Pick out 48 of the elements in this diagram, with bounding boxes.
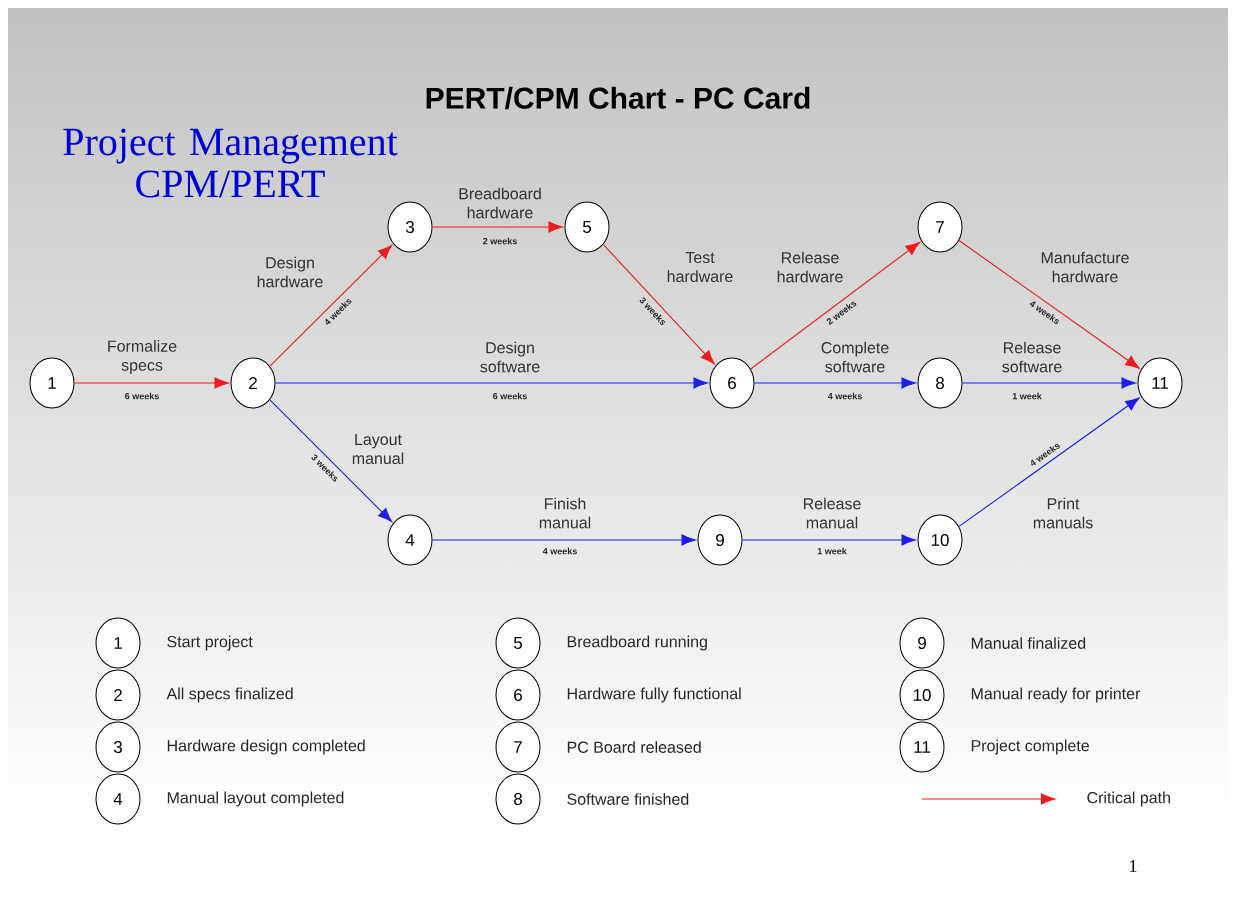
event-description: Hardware design completed — [167, 739, 365, 755]
legend-text: Critical path — [1087, 791, 1170, 807]
heading: Project Management CPM/PERT — [63, 128, 398, 198]
arrow — [602, 244, 715, 365]
activity-label: Design hardware — [257, 256, 323, 288]
arrow — [431, 534, 696, 546]
arrow — [958, 397, 1140, 527]
arrow — [961, 377, 1136, 389]
duration-label: 6 weeks — [125, 392, 159, 400]
activity-label: Complete software — [821, 341, 889, 373]
event-description: Manual finalized — [971, 637, 1086, 649]
arrow — [269, 244, 393, 367]
arrow — [274, 377, 708, 389]
activity-label: Finish manual — [539, 497, 591, 529]
duration-label: 4 weeks — [542, 547, 577, 555]
activity-label: Print manuals — [1033, 497, 1093, 529]
activity-label: Design software — [480, 341, 540, 373]
event-description: Software finished — [567, 793, 689, 805]
arrow — [269, 399, 393, 523]
event-description: Start project — [167, 635, 253, 651]
activity-label: Layout manual — [352, 433, 404, 465]
duration-label: 1 week — [1012, 392, 1042, 400]
activity-label: Breadboard hardware — [459, 187, 541, 219]
event-description: Breadboard running — [567, 635, 707, 651]
arrow — [431, 221, 563, 233]
event-description: Project complete — [971, 739, 1089, 755]
event-description: Manual layout completed — [167, 791, 344, 807]
arrow — [73, 377, 229, 389]
arrow — [741, 534, 916, 546]
page-number: 1 — [1130, 860, 1137, 872]
activity-label: Release software — [1002, 341, 1062, 373]
event-description: Hardware fully functional — [567, 687, 741, 703]
activity-label: Release manual — [804, 497, 861, 529]
event-description: All specs finalized — [166, 687, 293, 703]
duration-label: 2 weeks — [483, 237, 517, 245]
event-description: PC Board released — [567, 741, 701, 753]
activity-label: Manufacture hardware — [1041, 251, 1129, 283]
duration-label: 6 weeks — [493, 392, 527, 400]
activity-label: Formalize specs — [108, 340, 177, 374]
activity-label: Test hardware — [667, 251, 733, 283]
arrow — [750, 241, 920, 370]
duration-label: 4 weeks — [827, 392, 862, 400]
title: PERT/CPM Chart - PC Card — [426, 86, 810, 110]
duration-label: 1 week — [817, 547, 847, 555]
arrow — [958, 240, 1140, 369]
arrow — [753, 377, 916, 389]
activity-label: Release hardware — [777, 251, 843, 283]
event-description: Manual ready for printer — [971, 687, 1141, 703]
